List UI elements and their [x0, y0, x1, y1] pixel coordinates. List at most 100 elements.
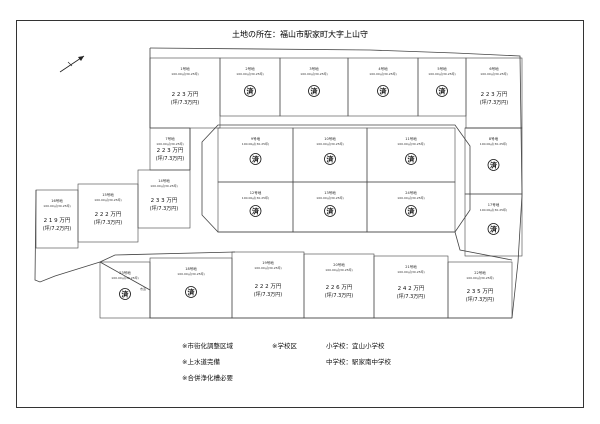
lot-area: 100.00㎡(30.25坪)	[480, 207, 507, 212]
sold-circle-icon	[487, 223, 500, 235]
legend-water-sewer: ※上水道完備	[182, 357, 220, 366]
lot-number: 7号地	[165, 136, 175, 141]
sold-circle-icon	[377, 85, 389, 97]
lot-boundary	[366, 181, 456, 233]
lot-price: 2 2 6 万円	[326, 284, 353, 291]
sold-mark: 済	[122, 290, 130, 299]
lot-area: 100.00㎡(30.25坪)	[397, 269, 424, 274]
legend-school-district: ※学校区	[272, 341, 297, 350]
lot-tsubo-price: (坪/7.3万円)	[466, 296, 495, 303]
lot-area: 100.00㎡(30.25坪)	[369, 71, 396, 76]
lot-number: 3号地	[309, 66, 319, 71]
lot-boundary	[464, 193, 523, 257]
lot-price: 2 2 3 万円	[481, 91, 508, 98]
sold-mark: 済	[490, 225, 498, 234]
lot-area: 100.00㎡(30.25坪)	[150, 183, 177, 188]
sold-mark: 済	[252, 155, 260, 164]
sold-mark: 済	[327, 207, 335, 216]
lot-boundary	[35, 189, 79, 249]
lot-area: 100.00㎡(30.25坪)	[94, 197, 121, 202]
lot-number: 17号地	[488, 202, 500, 207]
lot-area: 100.00㎡(30.25坪)	[156, 141, 183, 146]
sold-circle-icon	[185, 286, 197, 298]
sold-mark: 済	[252, 207, 260, 216]
site-outline	[34, 47, 523, 319]
lot-price: 2 2 3 万円	[172, 91, 199, 98]
legend-urbanization: ※市街化調整区域	[182, 341, 233, 350]
lot-price: 2 3 3 万円	[151, 197, 178, 204]
lot-number: 12号地	[250, 190, 262, 195]
lot-area: 100.00㎡(30.25坪)	[236, 71, 263, 76]
lot-area: 100.00㎡(30.25坪)	[397, 195, 424, 200]
sold-circle-icon	[249, 153, 262, 165]
sold-circle-icon	[324, 205, 336, 217]
lot-area: 100.00㎡(30.25坪)	[242, 195, 269, 200]
sold-mark: 済	[490, 161, 498, 170]
lot-number: 1号地	[180, 66, 190, 71]
sold-mark: 済	[408, 155, 416, 164]
sold-mark: 済	[311, 87, 319, 96]
lot-number: 2号地	[245, 66, 255, 71]
sold-circle-icon	[119, 288, 131, 300]
lot-area: 100.00㎡(30.25坪)	[480, 141, 507, 146]
sold-circle-icon	[244, 85, 256, 97]
lot-number: 24号地	[405, 190, 417, 195]
lot-tsubo-price: (坪/7.2万円)	[43, 225, 72, 232]
lot-boundary	[447, 261, 513, 319]
lot-area: 100.00㎡(30.25坪)	[177, 271, 204, 276]
street-label-west: 市道	[140, 286, 146, 291]
lot-price: 2 4 2 万円	[398, 285, 425, 292]
lot-price: 2 2 3 万円	[157, 147, 184, 154]
legend-septic: ※合併浄化槽必要	[182, 373, 233, 382]
lot-number: 5号地	[437, 66, 447, 71]
legend-elementary: 小学校：宜山小学校	[326, 341, 385, 350]
lot-number: 6号地	[489, 66, 499, 71]
sold-circle-icon	[436, 85, 448, 97]
lot-area: 100.00㎡(30.25坪)	[397, 141, 424, 146]
sold-mark: 済	[439, 87, 447, 96]
sold-mark: 済	[188, 288, 196, 297]
lot-price: 2 2 2 万円	[95, 211, 122, 218]
lot-tsubo-price: (坪/7.3万円)	[325, 292, 354, 299]
lot-area: 100.00㎡(30.25坪)	[428, 71, 455, 76]
lot-area: 100.00㎡(30.25坪)	[111, 275, 138, 280]
lot-area: 100.00㎡(30.25坪)	[316, 195, 343, 200]
lot-area: 100.00㎡(30.25坪)	[480, 71, 507, 76]
sold-mark: 済	[408, 207, 416, 216]
lot-tsubo-price: (坪/7.3万円)	[156, 155, 185, 162]
lot-area: 100.00㎡(30.25坪)	[242, 141, 269, 146]
sold-mark: 済	[247, 87, 255, 96]
sold-mark: 済	[327, 155, 335, 164]
lot-area: 100.00㎡(30.25坪)	[325, 267, 352, 272]
lot-area: 100.00㎡(30.25坪)	[254, 265, 281, 270]
lot-number: 22号地	[474, 270, 486, 275]
lot-area: 100.00㎡(30.25坪)	[316, 141, 343, 146]
lot-number: 8号地	[489, 136, 499, 141]
lot-number: 10号地	[324, 136, 336, 141]
